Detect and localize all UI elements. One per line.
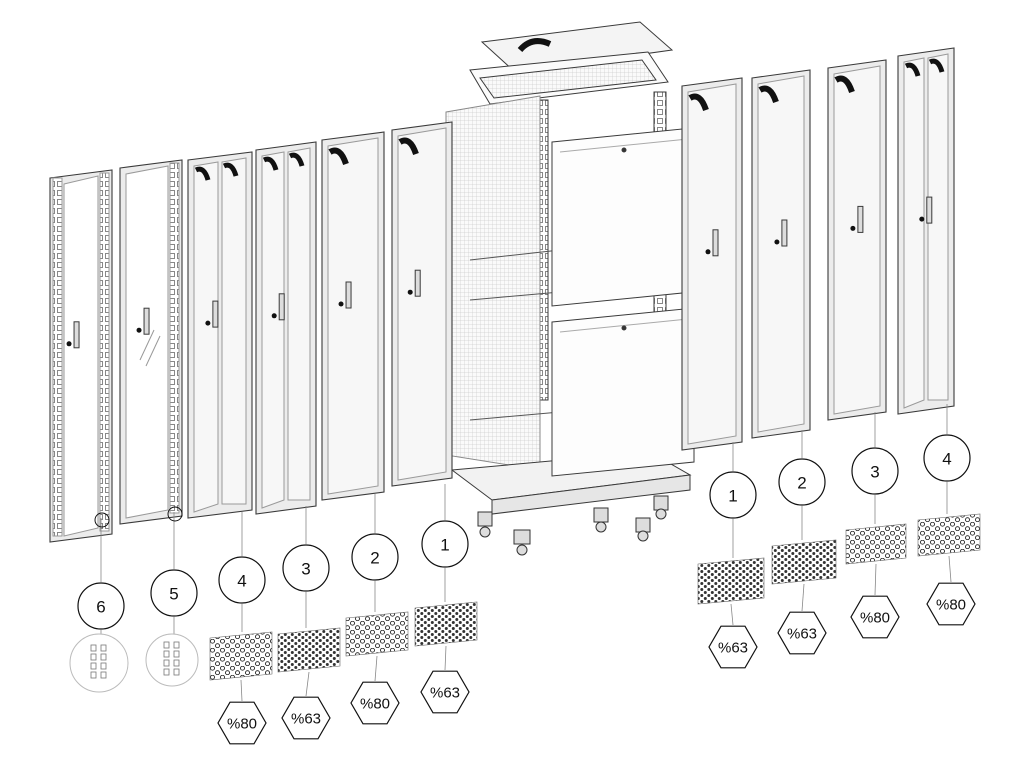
casters <box>477 495 669 556</box>
rear-door-4 <box>897 47 955 415</box>
front-door-2 <box>321 131 385 501</box>
lock-handle-icon <box>850 205 864 233</box>
rack-frame <box>445 21 692 515</box>
perforation-hex-icon <box>771 539 837 585</box>
perforation-rate: %63 <box>291 711 321 728</box>
perforation-rate-badge: %80 <box>926 582 976 626</box>
lock-handle-icon <box>66 321 80 349</box>
lock-handle-icon <box>271 293 285 321</box>
caster-wheel-icon <box>513 529 531 556</box>
lock-handle-icon <box>205 300 219 328</box>
callout-number: 5 <box>169 585 178 604</box>
perforation-rate: %63 <box>718 640 748 657</box>
rear-callout-1: 1 %63 <box>697 471 765 669</box>
top-cover <box>480 21 674 73</box>
lock-handle-icon <box>338 281 352 309</box>
rear-callout-2: 2 %63 <box>771 458 837 655</box>
front-callout-1: 1 %63 <box>414 520 478 714</box>
lock-handle-icon <box>919 196 933 224</box>
rear-door-1 <box>681 77 743 451</box>
caster-wheel-icon <box>593 507 609 533</box>
perforation-rate: %63 <box>430 685 460 702</box>
front-callout-5: 5 <box>145 506 199 687</box>
front-door-1 <box>391 121 453 487</box>
magnifier-circle-icon <box>69 512 129 693</box>
perforation-rate: %63 <box>787 626 817 643</box>
front-callout-2: 2 %80 <box>345 533 409 725</box>
callout-number: 1 <box>440 536 449 555</box>
side-panels <box>551 127 695 477</box>
front-callout-6: 6 <box>69 512 129 693</box>
rear-door-2 <box>751 69 811 439</box>
perforation-rate-badge: %80 <box>217 701 267 745</box>
perforation-rate: %80 <box>227 716 257 733</box>
perforation-hex-icon <box>277 627 341 673</box>
caster-wheel-icon <box>653 495 669 520</box>
callout-number: 3 <box>301 560 310 579</box>
perforation-hex-icon <box>697 557 765 605</box>
callout-number: 1 <box>728 487 737 506</box>
side-panel-lower <box>551 307 695 477</box>
callout-number: 2 <box>370 549 379 568</box>
caster-wheel-icon <box>635 517 651 542</box>
perforation-rate: %80 <box>936 597 966 614</box>
perforation-rate-badge: %80 <box>350 681 400 725</box>
lock-handle-icon <box>774 219 788 247</box>
perforation-hex-icon <box>845 523 907 565</box>
lock-handle-icon <box>705 229 719 257</box>
front-callout-3: 3 %63 <box>277 544 341 740</box>
door-panels <box>49 47 955 543</box>
perforation-hex-icon <box>345 611 409 657</box>
callout-number: 3 <box>870 463 879 482</box>
perforation-rate-badge: %63 <box>777 611 827 655</box>
front-door-6 <box>49 169 113 543</box>
front-door-5 <box>119 159 183 525</box>
rear-callout-3: 3 %80 <box>845 447 907 639</box>
callout-number: 4 <box>942 450 951 469</box>
callout-number: 2 <box>797 474 806 493</box>
lock-handle-icon <box>136 307 150 335</box>
front-door-3 <box>255 141 317 515</box>
perforation-rate: %80 <box>860 610 890 627</box>
perforation-rate-badge: %63 <box>281 696 331 740</box>
perforation-rate-badge: %63 <box>420 670 470 714</box>
callout-number: 6 <box>96 598 105 617</box>
lock-handle-icon <box>407 269 421 297</box>
perforation-rate-badge: %80 <box>850 595 900 639</box>
rear-callout-4: 4 %80 <box>917 434 981 626</box>
perforation-rate-badge: %63 <box>708 625 758 669</box>
caster-wheel-icon <box>477 511 493 538</box>
perforation-hex-icon <box>917 513 981 557</box>
perforation-hex-icon <box>209 631 273 681</box>
rear-door-3 <box>827 59 887 421</box>
front-door-4 <box>187 151 253 519</box>
side-panel-upper <box>551 127 693 307</box>
perforation-rate: %80 <box>360 696 390 713</box>
perforation-hex-icon <box>414 601 478 647</box>
front-callout-4: 4 %80 <box>209 556 273 745</box>
magnifier-circle-icon <box>145 506 199 687</box>
callout-markers: 6 5 4 %80 3 %63 2 %80 1 %63 1 %63 2 %63 3 %80 4 %80 <box>69 434 981 745</box>
leader-lines <box>100 404 952 702</box>
callout-number: 4 <box>237 572 246 591</box>
